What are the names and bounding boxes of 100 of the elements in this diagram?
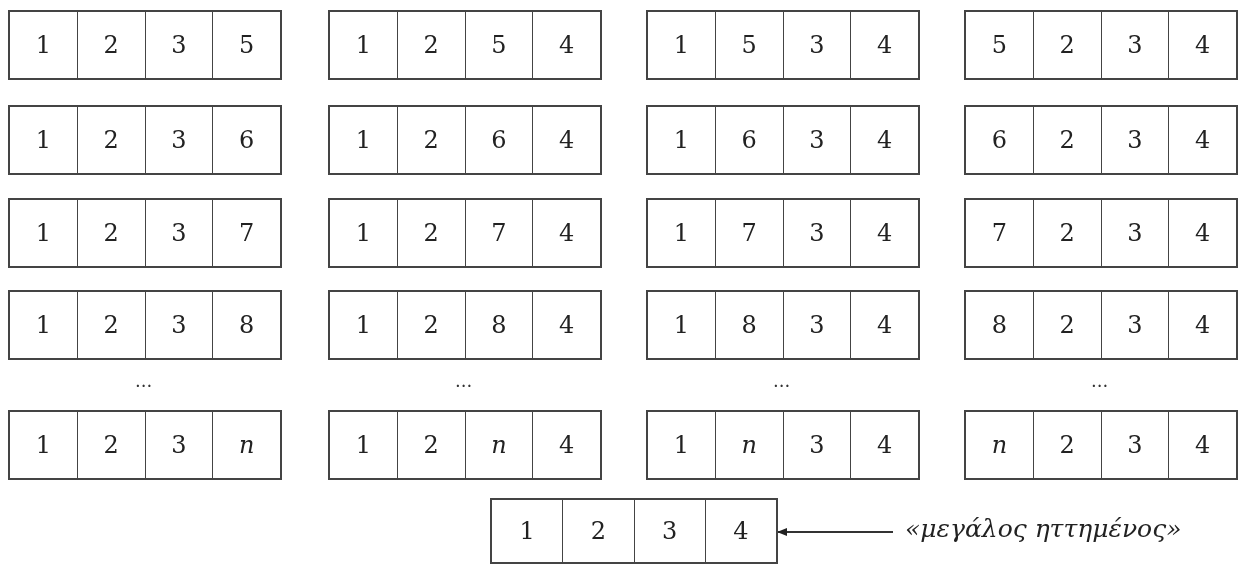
number-strip [964,198,1238,268]
number-cell: 4 [850,107,918,173]
number-cell-text: 1 [34,218,52,249]
number-cell-text: 1 [672,218,690,249]
number-strip [490,498,778,564]
number-cell-text: 1 [354,30,372,61]
number-cell: 2 [396,292,465,358]
number-cell: 7 [212,200,280,266]
number-cell: 5 [714,12,783,78]
number-strip [964,410,1238,480]
number-cell: 4 [850,12,918,78]
number-strip [8,10,282,80]
number-cell: 2 [562,500,634,562]
number-cell: 4 [850,292,918,358]
number-cell: 3 [144,292,213,358]
number-cell: 3 [782,200,851,266]
number-cell: 7 [464,200,533,266]
number-strip [646,290,920,360]
number-cell-text: 1 [354,125,372,156]
ellipsis-mark: ... [773,370,791,391]
number-cell: 3 [144,200,213,266]
number-cell-text: 7 [990,218,1008,249]
number-cell-text: 8 [990,310,1008,341]
number-cell: 3 [144,107,213,173]
number-cell: 4 [850,412,918,478]
number-cell: 2 [76,412,145,478]
number-cell: 4 [532,200,600,266]
number-cell-text: 1 [34,125,52,156]
number-cell: 3 [782,12,851,78]
number-cell: n [212,412,280,478]
number-cell: 2 [396,200,465,266]
number-cell: 6 [714,107,783,173]
number-strip [328,105,602,175]
number-cell: 3 [144,12,213,78]
number-strip [8,410,282,480]
number-cell-text: 6 [990,125,1008,156]
number-strip [646,198,920,268]
number-cell-text: 1 [354,430,372,461]
ellipsis-mark: ... [1091,370,1109,391]
number-cell: 3 [782,412,851,478]
number-cell: 2 [76,200,145,266]
number-cell: 2 [1032,107,1101,173]
number-cell: 4 [532,12,600,78]
arrow [777,528,894,536]
number-cell: 2 [76,107,145,173]
number-cell: 8 [212,292,280,358]
number-strip [328,410,602,480]
number-cell: 4 [532,292,600,358]
number-cell-text: n [990,430,1009,461]
number-cell: 3 [144,412,213,478]
number-cell: 8 [714,292,783,358]
number-cell: 4 [1168,412,1236,478]
number-cell-text: 1 [354,218,372,249]
number-cell: 2 [396,12,465,78]
number-cell: 5 [212,12,280,78]
number-cell: 5 [464,12,533,78]
number-cell: 2 [396,107,465,173]
number-cell: 3 [1100,107,1169,173]
number-cell: 4 [1168,12,1236,78]
number-cell: 3 [1100,12,1169,78]
number-strip [646,10,920,80]
number-cell: 4 [532,412,600,478]
number-cell: 3 [782,107,851,173]
number-strip [328,10,602,80]
number-cell: 3 [1100,292,1169,358]
number-strip [964,10,1238,80]
number-cell: 8 [464,292,533,358]
number-cell: 3 [782,292,851,358]
ellipsis-mark: ... [455,370,473,391]
number-cell: 6 [464,107,533,173]
number-strip [8,198,282,268]
number-cell: n [464,412,533,478]
number-strip [328,290,602,360]
number-cell-text: 1 [34,30,52,61]
number-cell: 4 [532,107,600,173]
number-cell: 2 [396,412,465,478]
ellipsis-mark: ... [135,370,153,391]
number-strip [964,105,1238,175]
number-cell: 4 [704,500,776,562]
number-cell: 4 [1168,200,1236,266]
number-cell: 3 [1100,200,1169,266]
number-cell: 7 [714,200,783,266]
number-strip [646,410,920,480]
number-strip [328,198,602,268]
number-cell: 2 [1032,200,1101,266]
number-strip [8,290,282,360]
number-cell: 6 [212,107,280,173]
number-cell-text: 1 [34,310,52,341]
number-cell-text: 1 [354,310,372,341]
number-strip [8,105,282,175]
number-cell-text: 1 [34,430,52,461]
number-cell: 4 [850,200,918,266]
number-cell-text: 1 [672,310,690,341]
number-strip [646,105,920,175]
number-cell: 2 [1032,12,1101,78]
number-strip [964,290,1238,360]
number-cell: 3 [1100,412,1169,478]
number-cell: 2 [1032,292,1101,358]
number-cell-text: 1 [672,30,690,61]
number-cell: 4 [1168,292,1236,358]
